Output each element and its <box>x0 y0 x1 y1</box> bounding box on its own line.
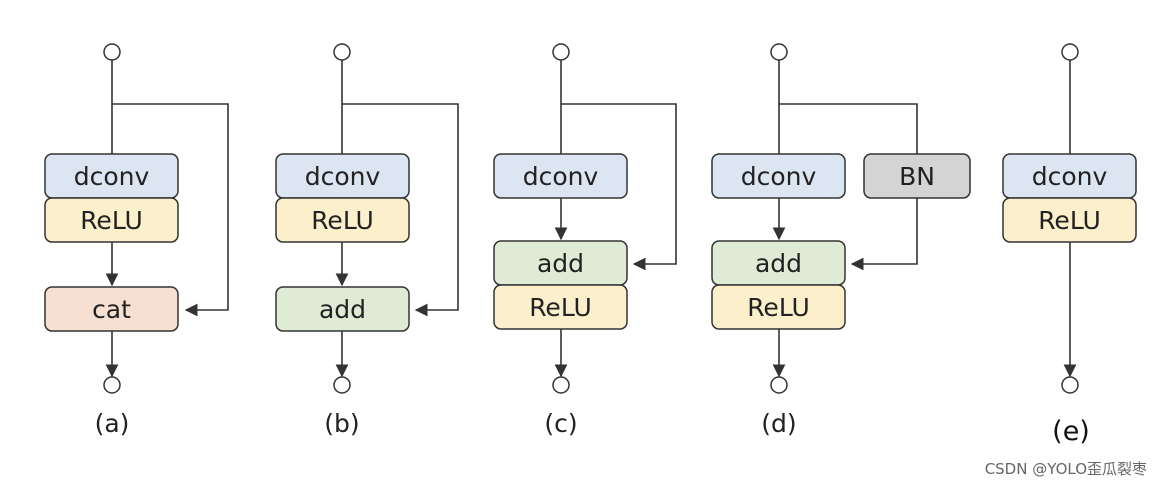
skip-connection-arrow <box>112 103 229 317</box>
caption-c: (c) <box>544 409 577 438</box>
cat-label: cat <box>92 295 131 324</box>
add-label: add <box>755 249 802 278</box>
output-node <box>770 376 788 394</box>
input-node <box>1061 43 1079 61</box>
dconv-label: dconv <box>1032 162 1108 191</box>
panel-e: dconv ReLU (e) <box>1002 43 1137 447</box>
panel-d: dconv BN add ReLU (d) <box>711 43 971 438</box>
output-node <box>1061 376 1079 394</box>
branch-connector <box>779 103 918 154</box>
dconv-label: dconv <box>523 162 599 191</box>
dconv-label: dconv <box>305 162 381 191</box>
relu-label: ReLU <box>747 293 810 322</box>
dconv-label: dconv <box>74 162 150 191</box>
relu-label: ReLU <box>529 293 592 322</box>
output-node <box>552 376 570 394</box>
add-label: add <box>537 249 584 278</box>
relu-label: ReLU <box>80 206 143 235</box>
bn-label: BN <box>899 162 935 191</box>
caption-b: (b) <box>324 409 359 438</box>
bn-box <box>863 153 971 199</box>
output-node <box>333 376 351 394</box>
bn-to-add-arrow <box>850 198 918 271</box>
input-node <box>552 43 570 61</box>
caption-a: (a) <box>95 409 130 438</box>
panel-a: dconv ReLU cat (a) <box>44 43 229 438</box>
relu-label: ReLU <box>311 206 374 235</box>
relu-label: ReLU <box>1038 206 1101 235</box>
dconv-label: dconv <box>741 162 817 191</box>
input-node <box>333 43 351 61</box>
add-label: add <box>319 295 366 324</box>
input-node <box>103 43 121 61</box>
skip-connection-arrow <box>561 103 677 271</box>
panel-b: dconv ReLU add (b) <box>275 43 459 438</box>
caption-e: (e) <box>1052 416 1090 447</box>
skip-connection-arrow <box>342 103 459 317</box>
caption-d: (d) <box>761 409 796 438</box>
panel-c: dconv add ReLU (c) <box>493 43 677 438</box>
watermark: CSDN @YOLO歪瓜裂枣 <box>985 460 1147 478</box>
output-node <box>103 376 121 394</box>
input-node <box>770 43 788 61</box>
